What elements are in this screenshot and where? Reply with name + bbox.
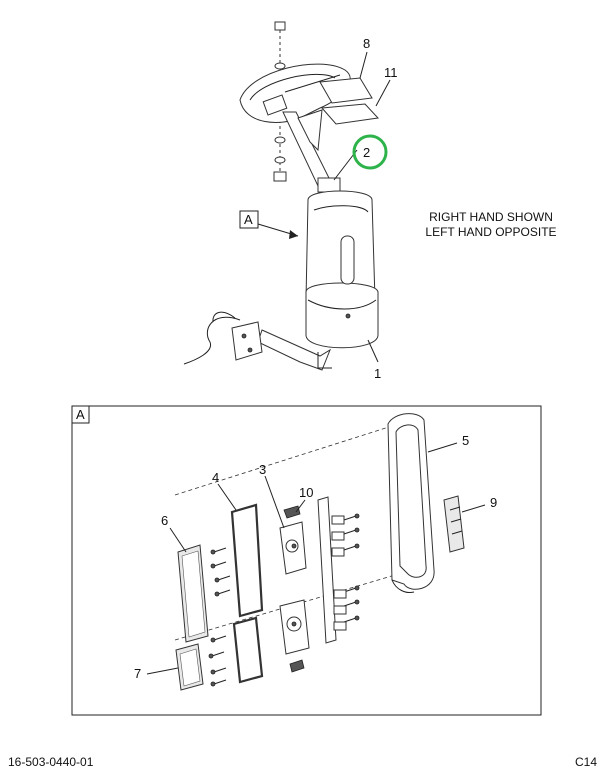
pad-11 (320, 103, 380, 125)
doc-number: 16-503-0440-01 (8, 755, 94, 769)
mirror-assembly-view (183, 21, 380, 371)
door-mount (231, 321, 263, 361)
clip-10 (283, 505, 301, 519)
callout-5: 5 (462, 433, 469, 448)
highlight-ring (352, 134, 388, 170)
turn-lamp-9 (443, 495, 465, 553)
glass-frame-4 (230, 503, 264, 618)
page-code: C14 (575, 755, 597, 769)
back-housing (317, 496, 337, 644)
note-line-1: RIGHT HAND SHOWN (429, 210, 553, 224)
callout-10: 10 (299, 485, 313, 500)
note-line-2: LEFT HAND OPPOSITE (425, 225, 556, 239)
detail-label: A (76, 407, 85, 422)
screws (208, 513, 360, 687)
callout-4: 4 (212, 470, 219, 485)
callout-11: 11 (384, 65, 398, 80)
callout-6: 6 (161, 513, 168, 528)
view-label: A (244, 212, 253, 227)
callout-3: 3 (259, 462, 266, 477)
bezel-5 (387, 413, 435, 590)
pad-8 (319, 77, 373, 104)
callout-1: 1 (374, 366, 381, 381)
callout-9: 9 (490, 495, 497, 510)
housing-clips (331, 515, 347, 631)
detail-frame (71, 405, 542, 716)
view-label-box (239, 210, 259, 229)
callout-7: 7 (134, 666, 141, 681)
callout-8: 8 (363, 36, 370, 51)
callout-2: 2 (363, 145, 370, 160)
exploded-view (174, 413, 465, 691)
detail-label-box (71, 405, 90, 424)
